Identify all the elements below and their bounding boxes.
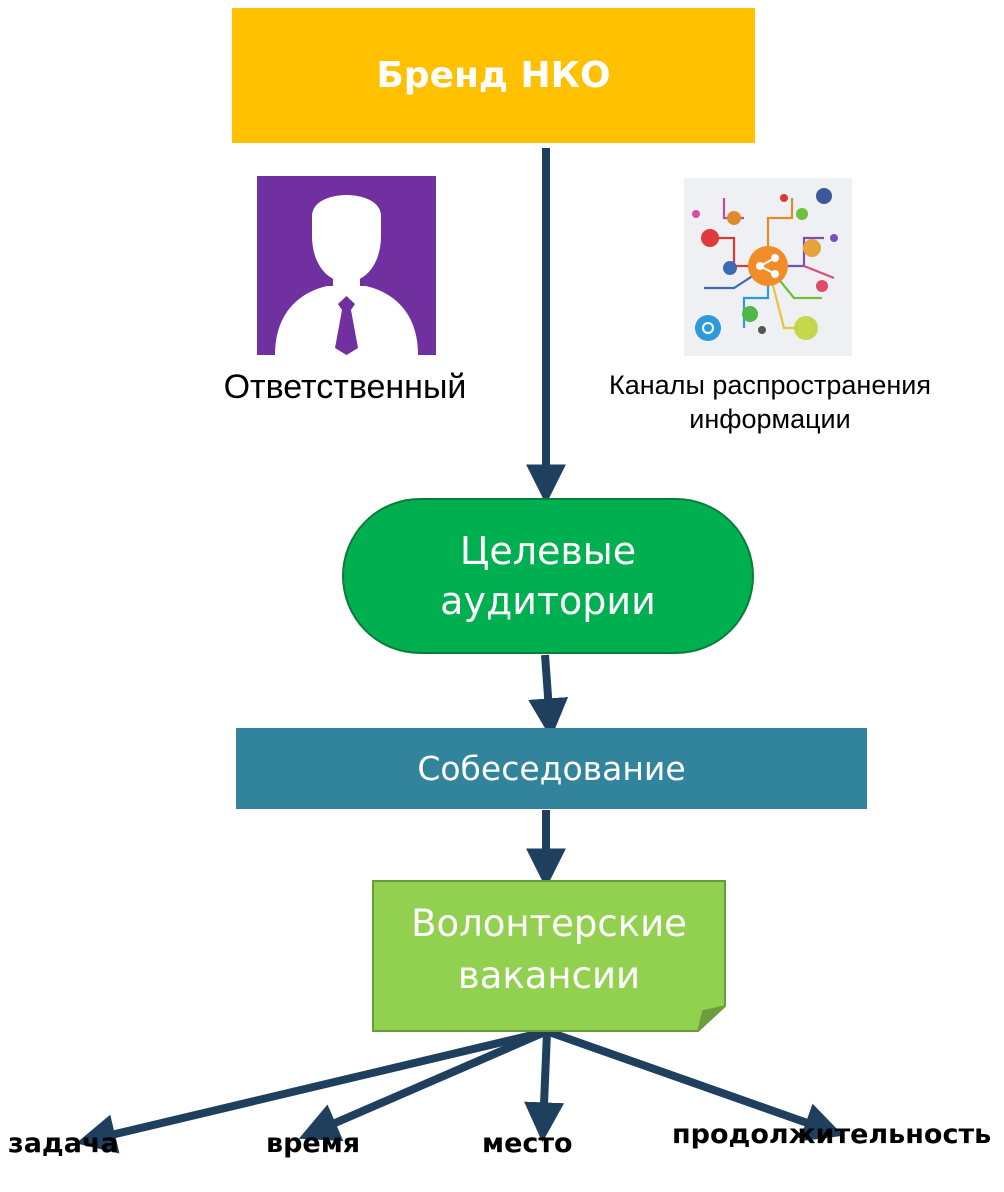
arrow-to-task (75, 1028, 546, 1154)
vacancies-label-line2: вакансии (457, 954, 641, 997)
channels-label-line2: информации (689, 404, 851, 434)
channels-label: Каналы распространения информации (540, 362, 1000, 442)
arrow-to-place (524, 1031, 565, 1143)
vacancies-label-line1: Волонтерские (411, 902, 687, 945)
person-with-tie-icon (257, 176, 436, 355)
audience-label-line1: Целевые (459, 529, 637, 573)
brand-label: Бренд НКО (376, 55, 611, 96)
channels-label-line1: Каналы распространения (609, 370, 931, 400)
vacancies-label: Волонтерские вакансии (372, 880, 726, 1020)
output-duration: продолжительность (672, 1119, 992, 1150)
arrow-audience-to-interview (528, 654, 569, 739)
vacancies-node (372, 880, 726, 1032)
social-network-icon (684, 178, 852, 356)
arrow-to-duration (547, 1028, 844, 1142)
responsible-label: Ответственный (223, 367, 467, 406)
output-time: время (266, 1128, 361, 1159)
output-task: задача (8, 1128, 119, 1159)
interview-label: Собеседование (417, 749, 686, 788)
arrow-to-time (298, 1028, 547, 1142)
brand-box: Бренд НКО (232, 8, 755, 143)
interview-node: Собеседование (236, 728, 867, 809)
output-place: место (482, 1128, 573, 1159)
audience-label-line2: аудитории (440, 579, 656, 623)
target-audience-node: Целевые аудитории (342, 498, 754, 654)
